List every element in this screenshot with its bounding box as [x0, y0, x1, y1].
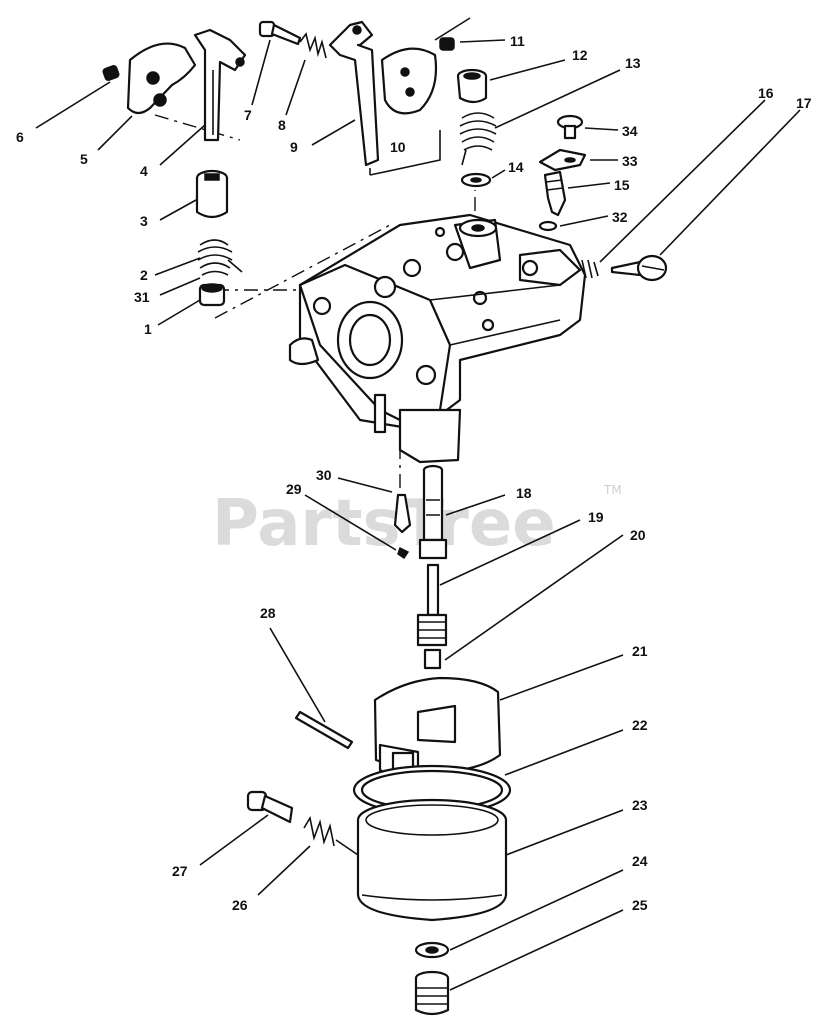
part-3-bushing[interactable]: [159, 169, 229, 221]
part-14-washer[interactable]: [460, 169, 506, 188]
part-34-screw[interactable]: [556, 114, 619, 140]
callout-4[interactable]: 4: [140, 163, 148, 179]
part-13-spring[interactable]: [459, 69, 621, 166]
part-8-spring[interactable]: [285, 32, 327, 116]
part-9-choke-shaft[interactable]: [311, 20, 380, 167]
watermark-tm: TM: [603, 483, 622, 497]
callout-28[interactable]: 28: [260, 605, 276, 621]
part-7-idle-screw[interactable]: [251, 20, 302, 106]
callout-16[interactable]: 16: [758, 85, 774, 101]
callout-6[interactable]: 6: [16, 129, 24, 145]
callout-1[interactable]: 1: [144, 321, 152, 337]
callout-29[interactable]: 29: [286, 481, 302, 497]
part-29-clip[interactable]: [304, 494, 410, 560]
part-30-needle[interactable]: [337, 477, 412, 534]
part-17-mixture-screw[interactable]: [610, 109, 801, 282]
callout-10[interactable]: 10: [390, 139, 406, 155]
part-20-jet-fitting[interactable]: [416, 534, 624, 670]
part-5-throttle-plate[interactable]: [97, 42, 197, 151]
watermark-text: PartsTree: [212, 487, 556, 561]
callout-26[interactable]: 26: [232, 897, 248, 913]
callout-labels: 6 5 4 3 2 31 1 7 8 9 10 11 12 13 14 15 1…: [16, 33, 812, 913]
callout-22[interactable]: 22: [632, 717, 648, 733]
callout-21[interactable]: 21: [632, 643, 648, 659]
callout-27[interactable]: 27: [172, 863, 188, 879]
callout-7[interactable]: 7: [244, 107, 252, 123]
callout-9[interactable]: 9: [290, 139, 298, 155]
callout-17[interactable]: 17: [796, 95, 812, 111]
callout-33[interactable]: 33: [622, 153, 638, 169]
callout-24[interactable]: 24: [632, 853, 648, 869]
callout-18[interactable]: 18: [516, 485, 532, 501]
part-28-pin[interactable]: [269, 627, 354, 750]
callout-20[interactable]: 20: [630, 527, 646, 543]
callout-14[interactable]: 14: [508, 159, 524, 175]
bowl-leader: [335, 839, 359, 856]
callout-30[interactable]: 30: [316, 467, 332, 483]
part-31-retainer[interactable]: [159, 277, 201, 296]
part-1-bearing[interactable]: [157, 283, 226, 326]
part-16-spring[interactable]: [569, 99, 766, 279]
part-25-drain-plug[interactable]: [414, 909, 624, 1016]
callout-23[interactable]: 23: [632, 797, 648, 813]
part-21-float[interactable]: [373, 654, 624, 780]
part-23-float-bowl[interactable]: [356, 798, 624, 922]
carburetor-body[interactable]: [288, 213, 587, 464]
part-18-main-jet-tube[interactable]: [418, 464, 506, 560]
callout-15[interactable]: 15: [614, 177, 630, 193]
callout-5[interactable]: 5: [80, 151, 88, 167]
callout-19[interactable]: 19: [588, 509, 604, 525]
callout-12[interactable]: 12: [572, 47, 588, 63]
part-19-nozzle[interactable]: [426, 519, 581, 617]
callout-2[interactable]: 2: [140, 267, 148, 283]
part-32-o-ring[interactable]: [538, 215, 609, 232]
part-12-cap[interactable]: [456, 59, 566, 104]
callout-25[interactable]: 25: [632, 897, 648, 913]
callout-13[interactable]: 13: [625, 55, 641, 71]
callout-11[interactable]: 11: [510, 33, 525, 49]
callout-32[interactable]: 32: [612, 209, 628, 225]
part-11-screw[interactable]: [439, 37, 506, 51]
part-4-throttle-shaft[interactable]: [159, 28, 247, 166]
callout-31[interactable]: 31: [134, 289, 150, 305]
part-2-spring[interactable]: [154, 239, 243, 276]
part-10-choke-plate[interactable]: [369, 47, 441, 176]
part-24-washer[interactable]: [414, 869, 624, 959]
watermark: PartsTree TM: [212, 483, 622, 561]
part-6-screw[interactable]: [35, 65, 120, 129]
part-27-screw[interactable]: [199, 790, 294, 866]
part-33-clip[interactable]: [538, 148, 618, 172]
callout-34[interactable]: 34: [622, 123, 638, 139]
bracket-group-11: [434, 17, 471, 41]
part-26-spring[interactable]: [257, 815, 335, 896]
part-15-needle-valve[interactable]: [543, 170, 611, 217]
callout-8[interactable]: 8: [278, 117, 286, 133]
callout-3[interactable]: 3: [140, 213, 148, 229]
